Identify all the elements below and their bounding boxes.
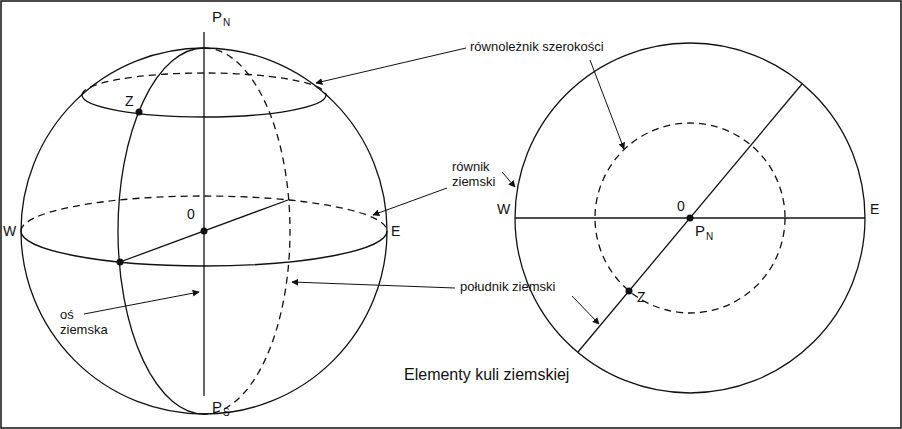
equator-back (21, 196, 387, 231)
leader-line (292, 282, 455, 288)
leader-line (572, 296, 599, 324)
point-dot (136, 109, 143, 116)
direction-letter: E (870, 201, 879, 217)
pole-subscript: N (706, 231, 713, 243)
earth-axis (203, 32, 204, 396)
pole-dot (687, 215, 694, 222)
point-letter: Z (637, 289, 646, 305)
radius-line (120, 200, 288, 262)
globe-right (515, 43, 865, 393)
center-dot (201, 228, 208, 235)
leader-line (373, 188, 447, 215)
leader-line (84, 292, 199, 314)
axis-label: oś ziemska (60, 308, 108, 338)
meridian-label: południk ziemski (460, 280, 555, 295)
pole-subscript: N (223, 17, 230, 29)
leader-line (502, 172, 515, 187)
leader-line (316, 48, 466, 83)
parallel-back (82, 73, 326, 95)
center-number: 0 (677, 198, 685, 214)
direction-letter: W (497, 201, 510, 217)
equator-label: równik ziemski (452, 160, 495, 190)
center-number: 0 (187, 206, 195, 222)
direction-letter: E (391, 223, 400, 239)
parallel-label: równoleżnik szerokości (470, 40, 604, 55)
figure-caption: Elementy kuli ziemskiej (404, 366, 569, 384)
equator-front (21, 231, 387, 266)
leader-line (590, 60, 624, 149)
leader-lines (84, 48, 624, 324)
equator-circle (515, 43, 865, 393)
pole-letter: P (695, 222, 705, 239)
equator-dot (117, 259, 124, 266)
meridian-back (204, 48, 290, 414)
pole-subscript: S (223, 407, 230, 419)
direction-letter: W (3, 223, 16, 239)
pole-letter: P (212, 398, 222, 415)
globe-left (21, 32, 387, 414)
meridian-front (118, 48, 204, 414)
point-letter: Z (125, 93, 134, 109)
parallel-front (82, 95, 326, 117)
point-dot (626, 288, 633, 295)
meridian-line (578, 84, 802, 352)
pole-letter: P (212, 8, 222, 25)
